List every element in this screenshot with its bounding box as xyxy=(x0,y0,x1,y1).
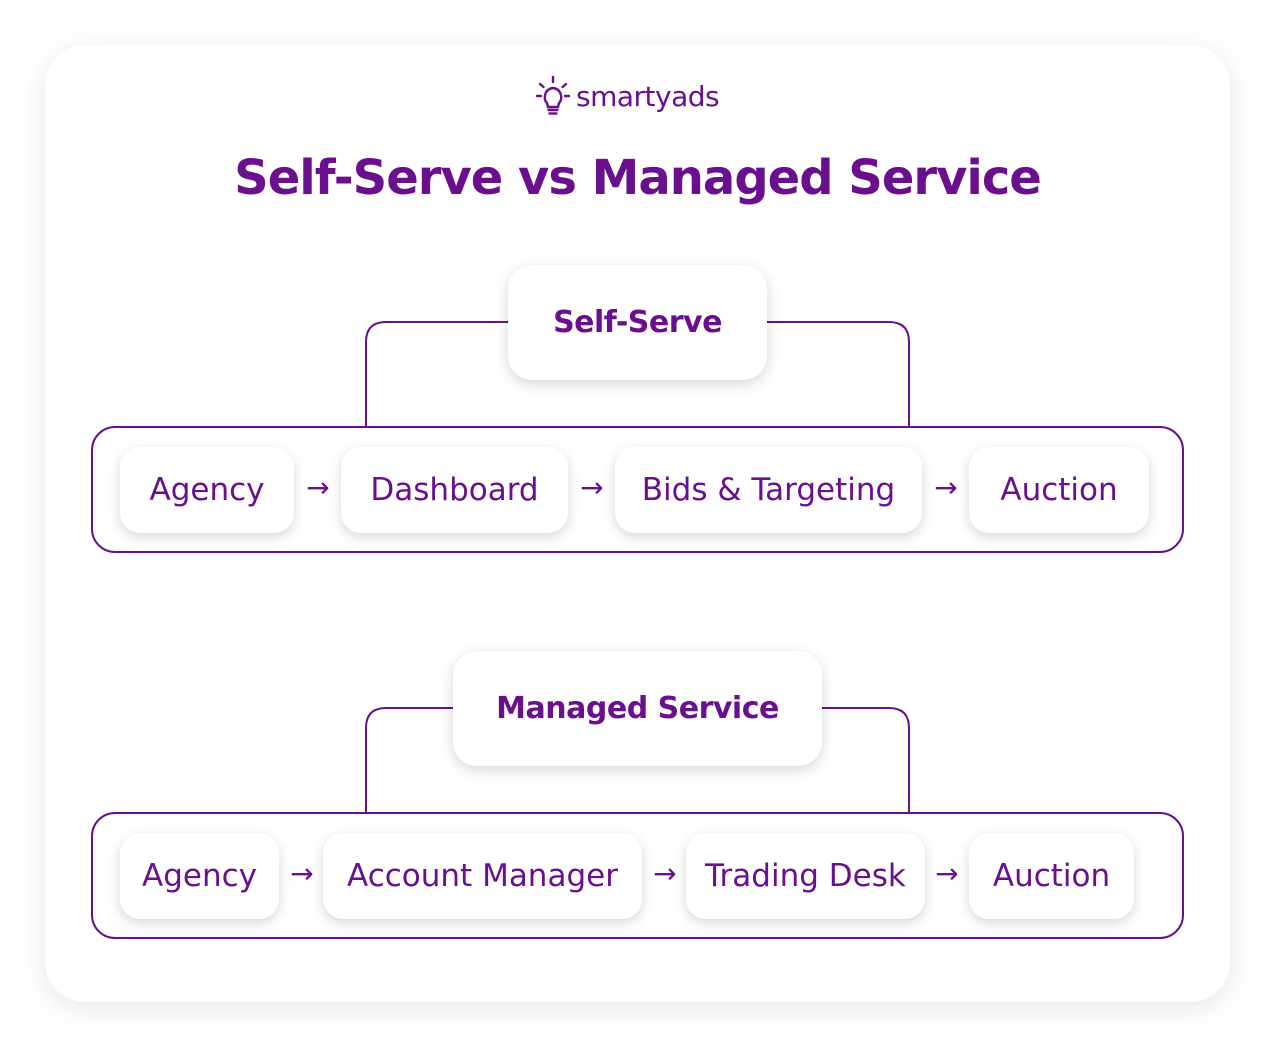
arrow-icon: → xyxy=(580,471,604,504)
brand-logo: smartyads xyxy=(536,74,720,118)
arrow-icon: → xyxy=(653,857,677,890)
arrow-icon: → xyxy=(934,471,958,504)
self-serve-step-agency: Agency xyxy=(120,447,294,533)
managed-service-step-trading-desk: Trading Desk xyxy=(686,833,925,919)
arrow-icon: → xyxy=(306,471,330,504)
self-serve-flow-frame xyxy=(91,426,1184,553)
self-serve-step-dashboard: Dashboard xyxy=(341,447,568,533)
managed-service-heading: Managed Service xyxy=(453,651,822,766)
page-title: Self-Serve vs Managed Service xyxy=(234,150,1042,206)
managed-service-step-account-manager: Account Manager xyxy=(323,833,642,919)
managed-service-step-agency: Agency xyxy=(120,833,279,919)
self-serve-step-bids-targeting: Bids & Targeting xyxy=(615,447,922,533)
lightbulb-icon xyxy=(536,75,570,115)
self-serve-step-auction: Auction xyxy=(969,447,1149,533)
managed-service-flow-frame xyxy=(91,812,1184,939)
arrow-icon: → xyxy=(935,857,959,890)
brand-name: smartyads xyxy=(576,79,720,113)
self-serve-heading: Self-Serve xyxy=(508,265,767,380)
managed-service-step-auction: Auction xyxy=(969,833,1134,919)
arrow-icon: → xyxy=(290,857,314,890)
